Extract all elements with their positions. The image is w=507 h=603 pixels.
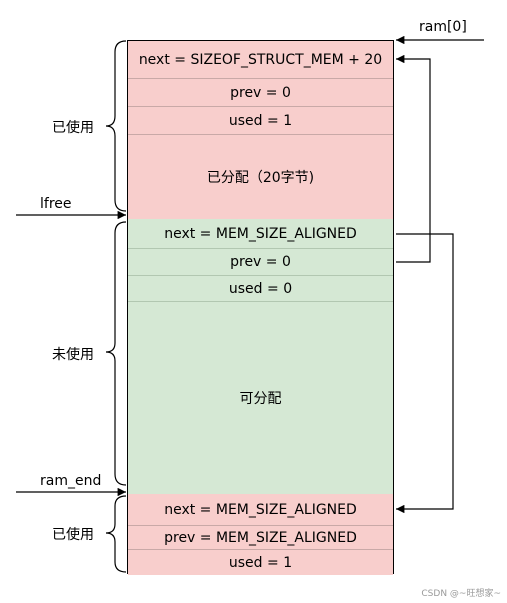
block2-prev-field: prev = 0 bbox=[128, 249, 393, 276]
block2-next-field: next = MEM_SIZE_ALIGNED bbox=[128, 219, 393, 249]
block1-payload: 已分配（20字节) bbox=[128, 135, 393, 219]
block3-used-field: used = 1 bbox=[128, 550, 393, 575]
block2-next-text: next = MEM_SIZE_ALIGNED bbox=[164, 225, 357, 242]
block2-prev-text: prev = 0 bbox=[230, 254, 291, 270]
block2-payload: 可分配 bbox=[128, 302, 393, 494]
block1-next-text: next = SIZEOF_STRUCT_MEM + 20 bbox=[138, 51, 383, 68]
watermark: CSDN @~旺想家~ bbox=[421, 589, 501, 599]
block1-payload-text: 已分配（20字节) bbox=[206, 170, 315, 186]
block1-used-text: used = 1 bbox=[228, 112, 293, 129]
memory-column: next = SIZEOF_STRUCT_MEM + 20 prev = 0 u… bbox=[127, 40, 394, 575]
ram-end-label: ram_end bbox=[40, 473, 102, 489]
block3-prev-field: prev = MEM_SIZE_ALIGNED bbox=[128, 526, 393, 550]
block1-next-field: next = SIZEOF_STRUCT_MEM + 20 bbox=[128, 41, 393, 79]
next-link-arrow bbox=[396, 233, 454, 514]
lfree-label: lfree bbox=[40, 196, 72, 212]
unused-label: 未使用 bbox=[52, 347, 94, 363]
block2-used-field: used = 0 bbox=[128, 276, 393, 302]
block1-used-field: used = 1 bbox=[128, 107, 393, 135]
block3-prev-text: prev = MEM_SIZE_ALIGNED bbox=[164, 529, 357, 546]
block2-used-text: used = 0 bbox=[228, 280, 293, 297]
used-top-label: 已使用 bbox=[52, 120, 94, 136]
ram0-label: ram[0] bbox=[419, 19, 467, 35]
brace-unused bbox=[105, 221, 127, 486]
brace-used-bottom bbox=[105, 495, 127, 573]
block2-payload-text: 可分配 bbox=[239, 391, 282, 407]
block3-next-text: next = MEM_SIZE_ALIGNED bbox=[164, 501, 357, 518]
block1-prev-field: prev = 0 bbox=[128, 79, 393, 107]
block3-used-text: used = 1 bbox=[228, 554, 293, 571]
block1-prev-text: prev = 0 bbox=[230, 84, 291, 101]
prev-link-arrow bbox=[396, 54, 431, 263]
used-bottom-label: 已使用 bbox=[52, 527, 94, 543]
brace-used-top bbox=[105, 40, 127, 212]
block3-next-field: next = MEM_SIZE_ALIGNED bbox=[128, 494, 393, 526]
